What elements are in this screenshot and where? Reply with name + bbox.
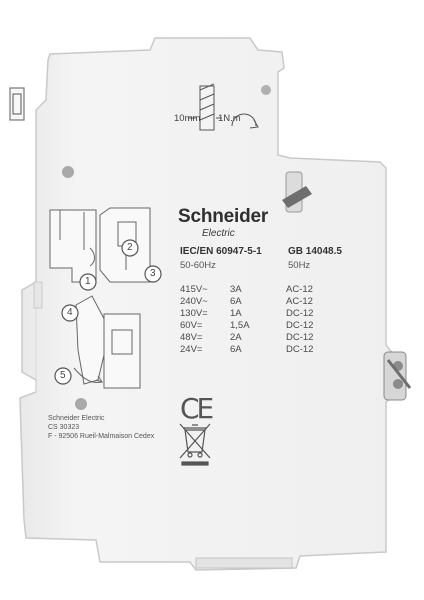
manufacturer-address: Schneider Electric CS 30323 F - 92506 Ru…: [48, 415, 155, 440]
torque-length: 10mm: [174, 113, 201, 124]
brand-name: Schneider: [178, 206, 269, 227]
frequency-gb: 50Hz: [288, 260, 311, 271]
frequency-iec: 50-60Hz: [180, 260, 216, 271]
step-circle-1: [79, 273, 97, 291]
step-circle-2: [121, 239, 139, 257]
torque-value: 1N.m: [218, 113, 241, 124]
bottom-clip: [195, 557, 293, 569]
rivet-right: [261, 85, 271, 95]
housing-outline: [19, 37, 399, 571]
step-markers: [54, 239, 162, 385]
step-label-2: 2: [127, 242, 133, 253]
standard-gb: GB 14048.5: [288, 246, 342, 257]
weee-bin-icon: [179, 423, 211, 466]
step-circle-3: [144, 265, 162, 283]
brand-sub: Electric: [202, 228, 235, 239]
step-label-3: 3: [150, 268, 156, 279]
screwdriver-icon: [188, 83, 259, 131]
ce-mark-icon: CE: [180, 392, 214, 425]
standard-iec: IEC/EN 60947-5-1: [180, 246, 262, 257]
step-circle-5: [54, 367, 72, 385]
clip-slot: [9, 87, 25, 121]
side-connector: [383, 351, 412, 401]
step-label-1: 1: [85, 276, 91, 287]
rivet-top: [62, 166, 74, 178]
step-label-5: 5: [60, 370, 66, 381]
left-tab: [33, 281, 43, 309]
step-circle-4: [61, 304, 79, 322]
step-label-4: 4: [67, 307, 73, 318]
rivet-bottom: [75, 398, 87, 410]
